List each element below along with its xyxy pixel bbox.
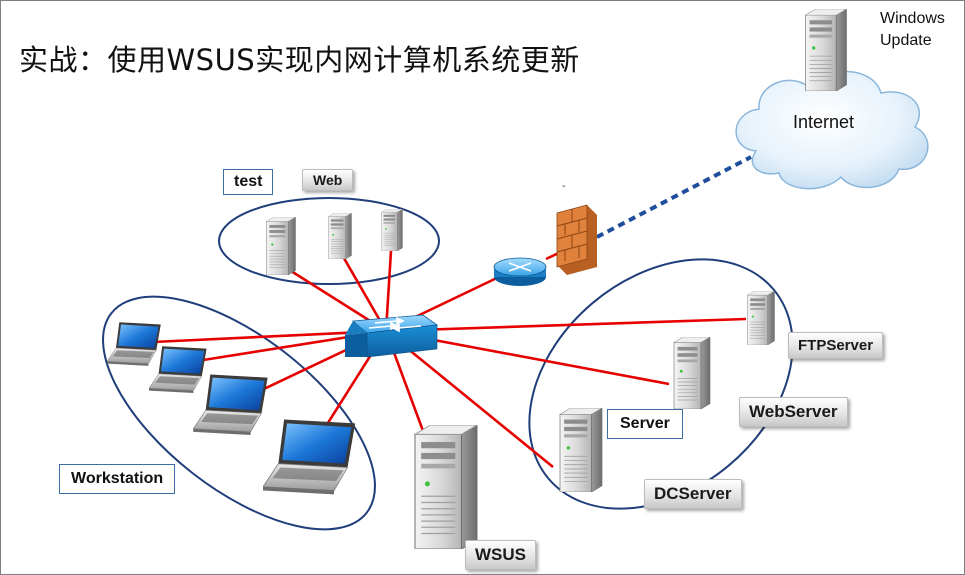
laptop-1-icon [107,321,162,366]
windows-update-line1: Windows [880,10,945,27]
dc-server-icon [559,408,603,492]
server-group-outline [528,258,794,510]
workstation-label: Workstation [59,464,176,494]
internet-cloud [735,70,929,190]
laptop-2-icon [149,345,207,393]
test-server-icon [266,217,296,275]
windows-update-line2: Update [880,32,932,49]
wan-link [596,155,752,239]
router-mark: - [562,181,566,192]
web-server-2-icon [381,209,403,251]
switch-icon [345,314,439,358]
server-label: Server [607,409,683,439]
web-server-1-icon [328,213,352,259]
workstation-group-outline [102,295,376,531]
dc-server-label: DCServer [644,479,742,509]
web-label: Web [302,169,354,191]
laptop-4-icon [263,419,356,495]
windows-update-label: Windows Update [880,8,945,52]
internet-label: Internet [793,112,855,132]
ftp-server-icon [747,291,775,345]
windows-update-server-icon [805,9,847,91]
web-group-outline [218,197,440,285]
laptop-3-icon [193,374,269,435]
web-server-icon [673,337,711,409]
page-title: 实战：使用WSUS实现内网计算机系统更新 [19,43,580,77]
web-server-label: WebServer [739,397,848,427]
wsus-label: WSUS [465,540,536,570]
ftp-server-label: FTPServer [788,332,884,359]
wsus-server-icon [413,425,479,549]
test-label: test [223,169,274,195]
router-icon [493,257,547,286]
firewall-icon [556,204,597,275]
